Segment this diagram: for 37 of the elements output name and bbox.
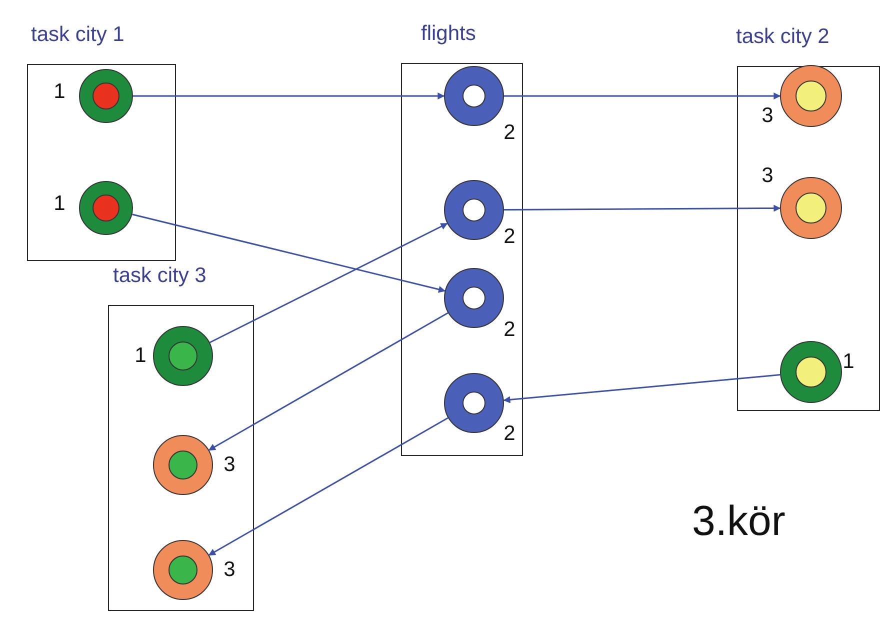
count-number: 1 [134, 344, 146, 368]
ring-circle [780, 340, 842, 402]
group-title: task city 3 [113, 264, 206, 288]
count-number: 3 [224, 452, 236, 476]
arrow [504, 92, 781, 100]
ring-circle [78, 68, 132, 122]
round-label: 3.kör [692, 497, 786, 545]
ring-circle [780, 176, 842, 238]
count-number: 1 [54, 192, 66, 216]
count-number: 3 [762, 164, 774, 188]
count-number: 3 [762, 104, 774, 128]
count-number: 1 [54, 80, 66, 104]
count-number: 2 [504, 318, 516, 342]
group-title: flights [421, 22, 476, 46]
ring-circle [444, 268, 504, 328]
ring-circle [152, 434, 212, 494]
count-number: 2 [504, 120, 516, 144]
arrow [208, 312, 448, 451]
ring-circle [444, 372, 504, 432]
arrow [133, 92, 445, 100]
arrow [504, 204, 781, 212]
ring-circle [444, 66, 504, 126]
ring-circle [780, 64, 842, 126]
ring-circle [152, 540, 212, 600]
arrow [209, 222, 448, 344]
count-number: 2 [504, 224, 516, 248]
group-title: task city 1 [31, 23, 124, 47]
count-number: 3 [224, 558, 236, 582]
arrow [503, 374, 780, 404]
ring-circle [444, 180, 504, 240]
ring-circle [78, 180, 132, 234]
group-title: task city 2 [736, 25, 830, 49]
count-number: 1 [842, 350, 854, 374]
ring-circle [152, 326, 212, 386]
arrow [208, 417, 448, 556]
count-number: 2 [504, 422, 516, 446]
arrow [132, 214, 446, 293]
